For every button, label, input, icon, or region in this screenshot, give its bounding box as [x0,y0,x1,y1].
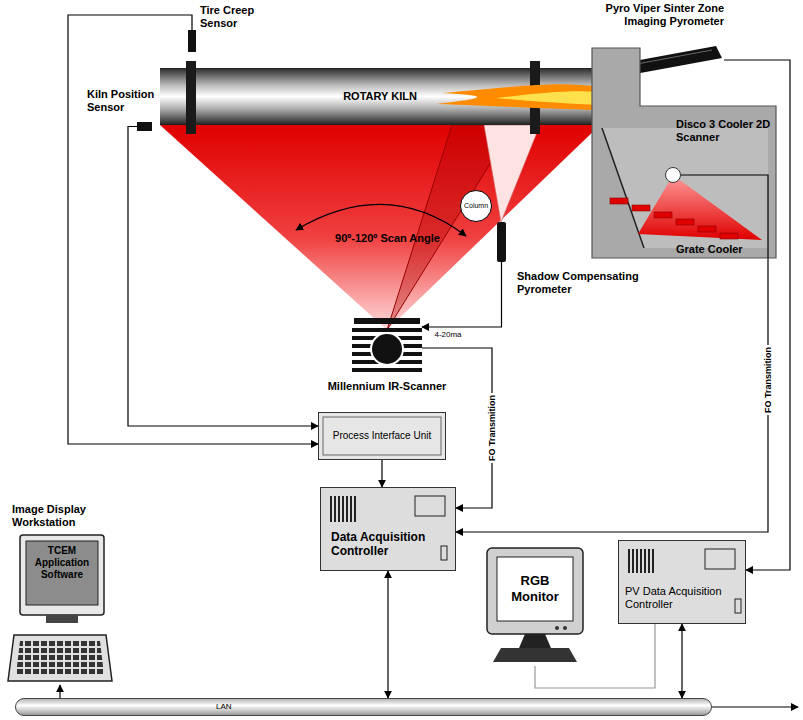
drawing-part [644,549,646,573]
drawing-part [352,368,422,372]
drawing-part [563,626,567,630]
drawing-part [720,233,738,239]
node-label: Pyro Viper Sinter Zone Imaging Pyrometer [599,2,724,28]
signal-connector [128,127,318,427]
drawing-part [632,205,650,211]
drawing-part [602,128,768,248]
drawing-part [334,496,336,522]
cooler-scanner: Disco 3 Cooler 2D Scanner [665,167,681,183]
drawing-part [648,549,650,573]
node-label: Grate Cooler [676,243,743,256]
acquisition-controller: Data Acquisition Controller [320,487,456,571]
drawing-part [602,128,644,248]
drawing-part [415,496,445,516]
drawing-part [735,599,741,613]
node-label: Image Display Workstation [12,503,112,529]
drawing-part [652,549,654,573]
drawing-part [441,546,447,560]
signal-connector [422,262,502,327]
drawing-part [354,318,420,324]
connector-label: FO Transmition [763,345,774,415]
drawing-part [654,212,672,218]
node-label: Disco 3 Cooler 2D Scanner [676,118,772,144]
sensor-block: Kiln Position Sensor [137,122,152,131]
node-label: Kiln Position Sensor [87,88,167,114]
ir-scanner: Millennium IR-Scanner [352,318,422,376]
drawing-part [676,219,694,225]
pv-acquisition-controller: PV Data Acquisition Controller [618,540,746,624]
drawing-part [346,496,348,522]
pv-acquisition-controller-drawing [619,541,747,625]
sensor-block: Tire Creep Sensor [188,30,196,52]
drawing-part [519,634,551,648]
drawing-part [632,549,634,573]
drawing-part [330,496,332,522]
drawing-part [698,226,716,232]
connector-label: FO Transmition [487,393,498,463]
drawing-part [26,541,98,605]
lan-pipe: LAN [15,698,712,716]
node-label: Millennium IR-Scanner [327,380,447,393]
drawing-part [436,84,600,110]
drawing-part [555,626,559,630]
rgb-monitor-drawing [485,548,585,666]
shadow-pyrometer: Shadow Compensating Pyrometer [497,222,506,262]
signal-connector [381,460,382,487]
node-label: RGB Monitor [497,557,573,621]
signal-connector [681,624,682,698]
grate-cooler: Disco 3 Cooler 2D ScannerGrate Cooler [592,48,776,258]
drawing-part [628,549,630,573]
drawing-part [493,648,577,662]
node-label: Process Interface Unit [319,413,445,459]
scan-angle-label: 90º-120º Scan Angle [330,232,445,245]
drawing-part [496,91,600,105]
rgb-monitor: RGB Monitor [485,548,585,666]
signal-connector [387,571,388,698]
drawing-part [352,328,422,332]
ir-scanner-drawing [352,318,422,376]
drawing-part [610,198,628,204]
drawing-part [705,549,735,569]
drawing-part [8,635,112,681]
node-label: Tire Creep Sensor [200,4,270,30]
drawing-part [354,496,356,522]
drawing-part [338,496,340,522]
grate-cooler-drawing [592,48,776,258]
drawing-part [350,496,352,522]
drawing-part [640,549,642,573]
drawing-part [342,496,344,522]
node-label: Column [461,191,491,221]
signal-connector [59,685,60,698]
kiln-cylinder: ROTARY KILN [160,68,600,125]
node-body-text: TCEM Application Software [28,545,96,581]
drawing-part [20,535,104,615]
workstation: Image Display WorkstationTCEM Applicatio… [8,535,112,685]
column-circle: Column [460,190,492,222]
drawing-part [46,615,78,623]
drawing-part [636,549,638,573]
node-label: Data Acquisition Controller [331,530,441,559]
node-label: ROTARY KILN [310,90,450,103]
node-label: LAN [216,702,232,712]
shadow-beam [484,125,540,222]
scan-angle-arc [296,204,466,236]
drawing-part [592,48,776,258]
connector-label: 4-20ma [432,330,463,340]
lan-extension [712,706,798,707]
node-label: PV Data Acquisition Controller [625,585,731,611]
drawing-part [638,175,762,240]
drawing-part [487,548,583,634]
drawing-part [186,61,196,134]
scan-beam [160,125,600,330]
node-label: Shadow Compensating Pyrometer [517,270,647,296]
drawing-part [371,333,403,365]
interface-unit: Process Interface Unit [318,412,446,460]
drawing-part [497,557,573,621]
drawing-part [16,641,104,675]
